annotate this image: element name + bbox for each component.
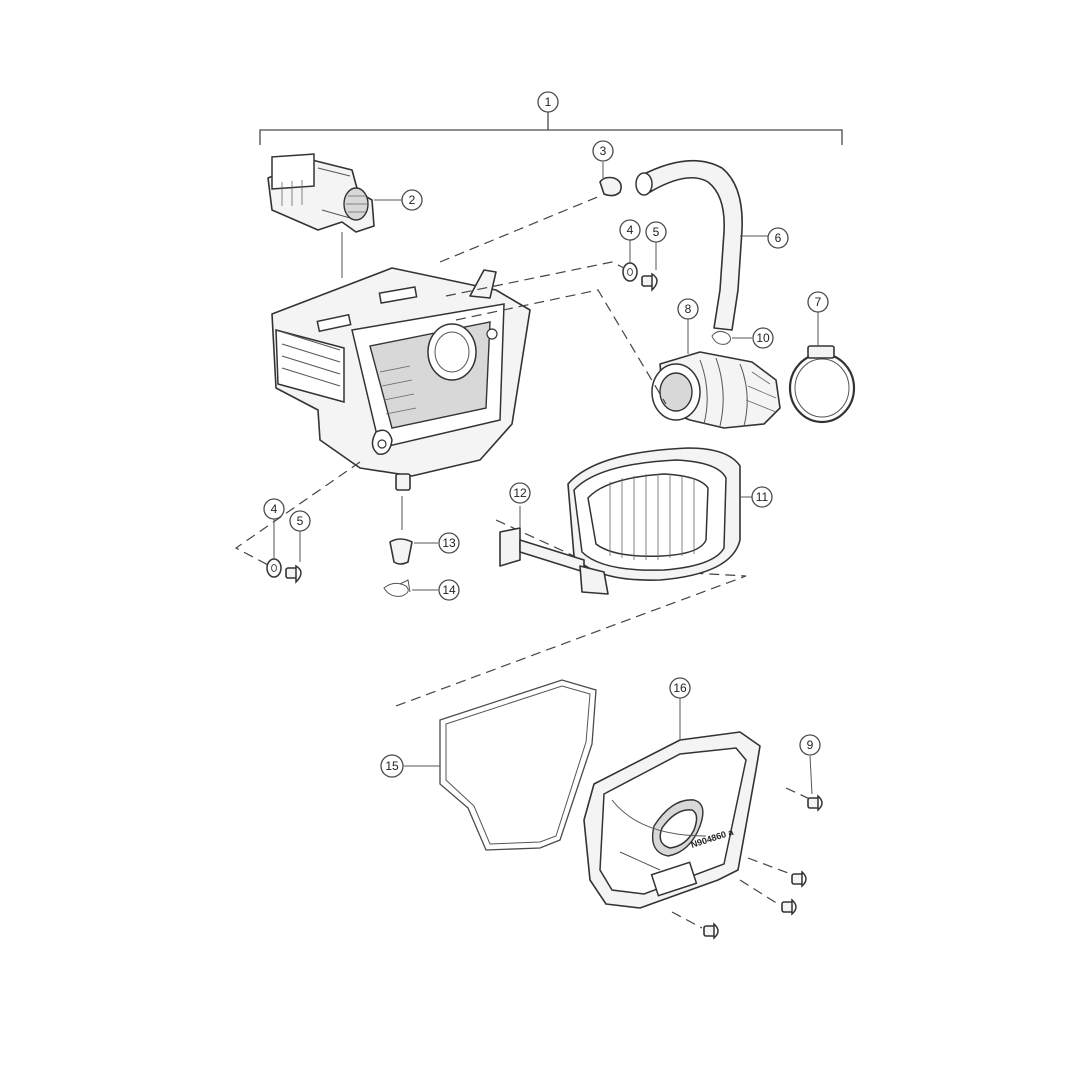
callout-3: 3	[592, 140, 614, 162]
callout-11: 11	[751, 486, 773, 508]
svg-text:9: 9	[807, 738, 814, 752]
part-air-filter	[567, 447, 752, 581]
svg-text:13: 13	[442, 536, 456, 550]
part-intake-duct	[651, 318, 781, 429]
part-small-clip	[711, 330, 752, 345]
part-airbox-housing	[271, 267, 531, 491]
part-small-clamp	[599, 162, 622, 197]
svg-text:12: 12	[513, 486, 527, 500]
screw-4	[703, 922, 719, 940]
part-intake-snorkel	[267, 153, 375, 278]
part-hose-clamp	[788, 312, 856, 424]
callout-2: 2	[401, 189, 423, 211]
screw-3	[781, 898, 797, 916]
svg-text:4: 4	[627, 223, 634, 237]
svg-text:10: 10	[756, 331, 770, 345]
part-drain-clip	[383, 579, 438, 597]
part-washer-upper	[622, 240, 638, 282]
callout-layer: 1 2 3 4 5 6 7 8 10 11 12	[263, 91, 829, 778]
svg-text:8: 8	[685, 302, 692, 316]
part-breather-hose	[635, 159, 768, 331]
part-drain-plug	[389, 496, 438, 565]
callout-7: 7	[807, 291, 829, 313]
callout-4-upper: 4	[619, 219, 641, 241]
part-cover-gasket	[404, 679, 597, 851]
screw-1	[807, 794, 823, 812]
callout-16: 16	[669, 677, 691, 699]
part-airbox-cover: N904860 a	[583, 698, 761, 909]
part-bolt-lower	[285, 530, 302, 584]
svg-text:5: 5	[653, 225, 660, 239]
svg-text:1: 1	[545, 95, 552, 109]
callout-8: 8	[677, 298, 699, 320]
callout-5-upper: 5	[645, 221, 667, 243]
assembly-lines	[234, 195, 813, 929]
callout-9: 9	[799, 734, 821, 756]
callout-15: 15	[380, 754, 404, 778]
callout-6: 6	[767, 227, 789, 249]
screw-2	[791, 870, 807, 888]
assembly-bracket	[259, 112, 843, 145]
callout-10: 10	[752, 327, 774, 349]
callout-4-lower: 4	[263, 498, 285, 520]
part-filter-bracket	[499, 506, 609, 595]
svg-text:4: 4	[271, 502, 278, 516]
svg-text:6: 6	[775, 231, 782, 245]
svg-text:2: 2	[409, 193, 416, 207]
svg-text:14: 14	[442, 583, 456, 597]
callout-14: 14	[438, 579, 460, 601]
callout-1: 1	[537, 91, 559, 113]
svg-text:15: 15	[385, 759, 399, 773]
part-bolt-upper	[641, 240, 658, 292]
part-cover-screws	[703, 755, 823, 940]
svg-text:5: 5	[297, 514, 304, 528]
svg-text:7: 7	[815, 295, 822, 309]
svg-text:16: 16	[673, 681, 687, 695]
callout-5-lower: 5	[289, 510, 311, 532]
svg-text:3: 3	[600, 144, 607, 158]
svg-text:11: 11	[756, 490, 769, 504]
part-washer-lower	[266, 518, 282, 578]
callout-13: 13	[438, 532, 460, 554]
callout-12: 12	[509, 482, 531, 504]
